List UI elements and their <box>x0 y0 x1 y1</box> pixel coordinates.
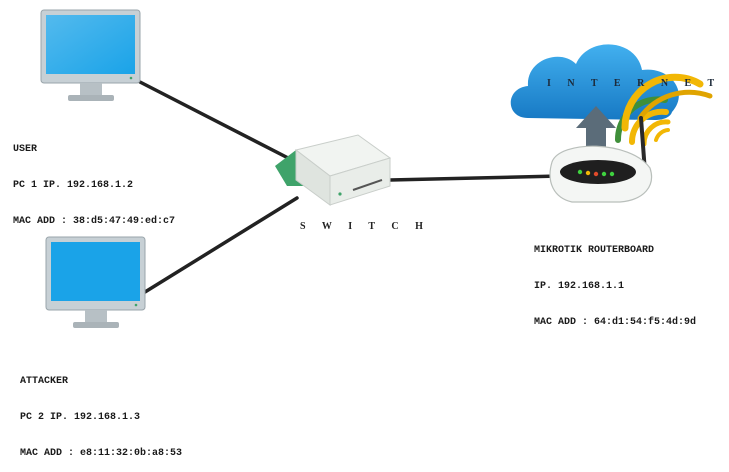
attacker-ip: PC 2 IP. 192.168.1.3 <box>20 412 141 423</box>
user-ip: PC 1 IP. 192.168.1.2 <box>13 180 134 191</box>
router-mac: MAC ADD : 64:d1:54:f5:4d:9d <box>534 317 697 328</box>
user-mac: MAC ADD : 38:d5:47:49:ed:c7 <box>13 216 176 227</box>
monitor-icon-attacker <box>45 236 146 328</box>
router-info: MIKROTIK ROUTERBOARD IP. 192.168.1.1 MAC… <box>534 221 696 341</box>
router-icon <box>549 116 653 203</box>
monitor-icon-user <box>40 9 141 101</box>
upload-arrow-icon <box>576 106 616 150</box>
cable-switch-router <box>388 174 562 182</box>
attacker-mac: MAC ADD : e8:11:32:0b:a8:53 <box>20 448 183 459</box>
router-name: MIKROTIK ROUTERBOARD <box>534 245 655 256</box>
attacker-info: ATTACKER PC 2 IP. 192.168.1.3 MAC ADD : … <box>20 352 182 472</box>
cable-attacker-switch <box>143 196 299 294</box>
network-diagram <box>40 9 713 328</box>
switch-label: S W I T C H <box>300 221 430 232</box>
attacker-name: ATTACKER <box>20 376 69 387</box>
cables <box>138 80 562 294</box>
internet-label: I N T E R N E T <box>547 78 722 89</box>
user-name: USER <box>13 144 38 155</box>
cable-user-switch <box>138 80 294 162</box>
switch-icon <box>275 134 392 206</box>
cloud-icon <box>510 44 679 120</box>
router-ip: IP. 192.168.1.1 <box>534 281 625 292</box>
user-info: USER PC 1 IP. 192.168.1.2 MAC ADD : 38:d… <box>13 120 175 240</box>
wifi-icon <box>614 73 713 147</box>
